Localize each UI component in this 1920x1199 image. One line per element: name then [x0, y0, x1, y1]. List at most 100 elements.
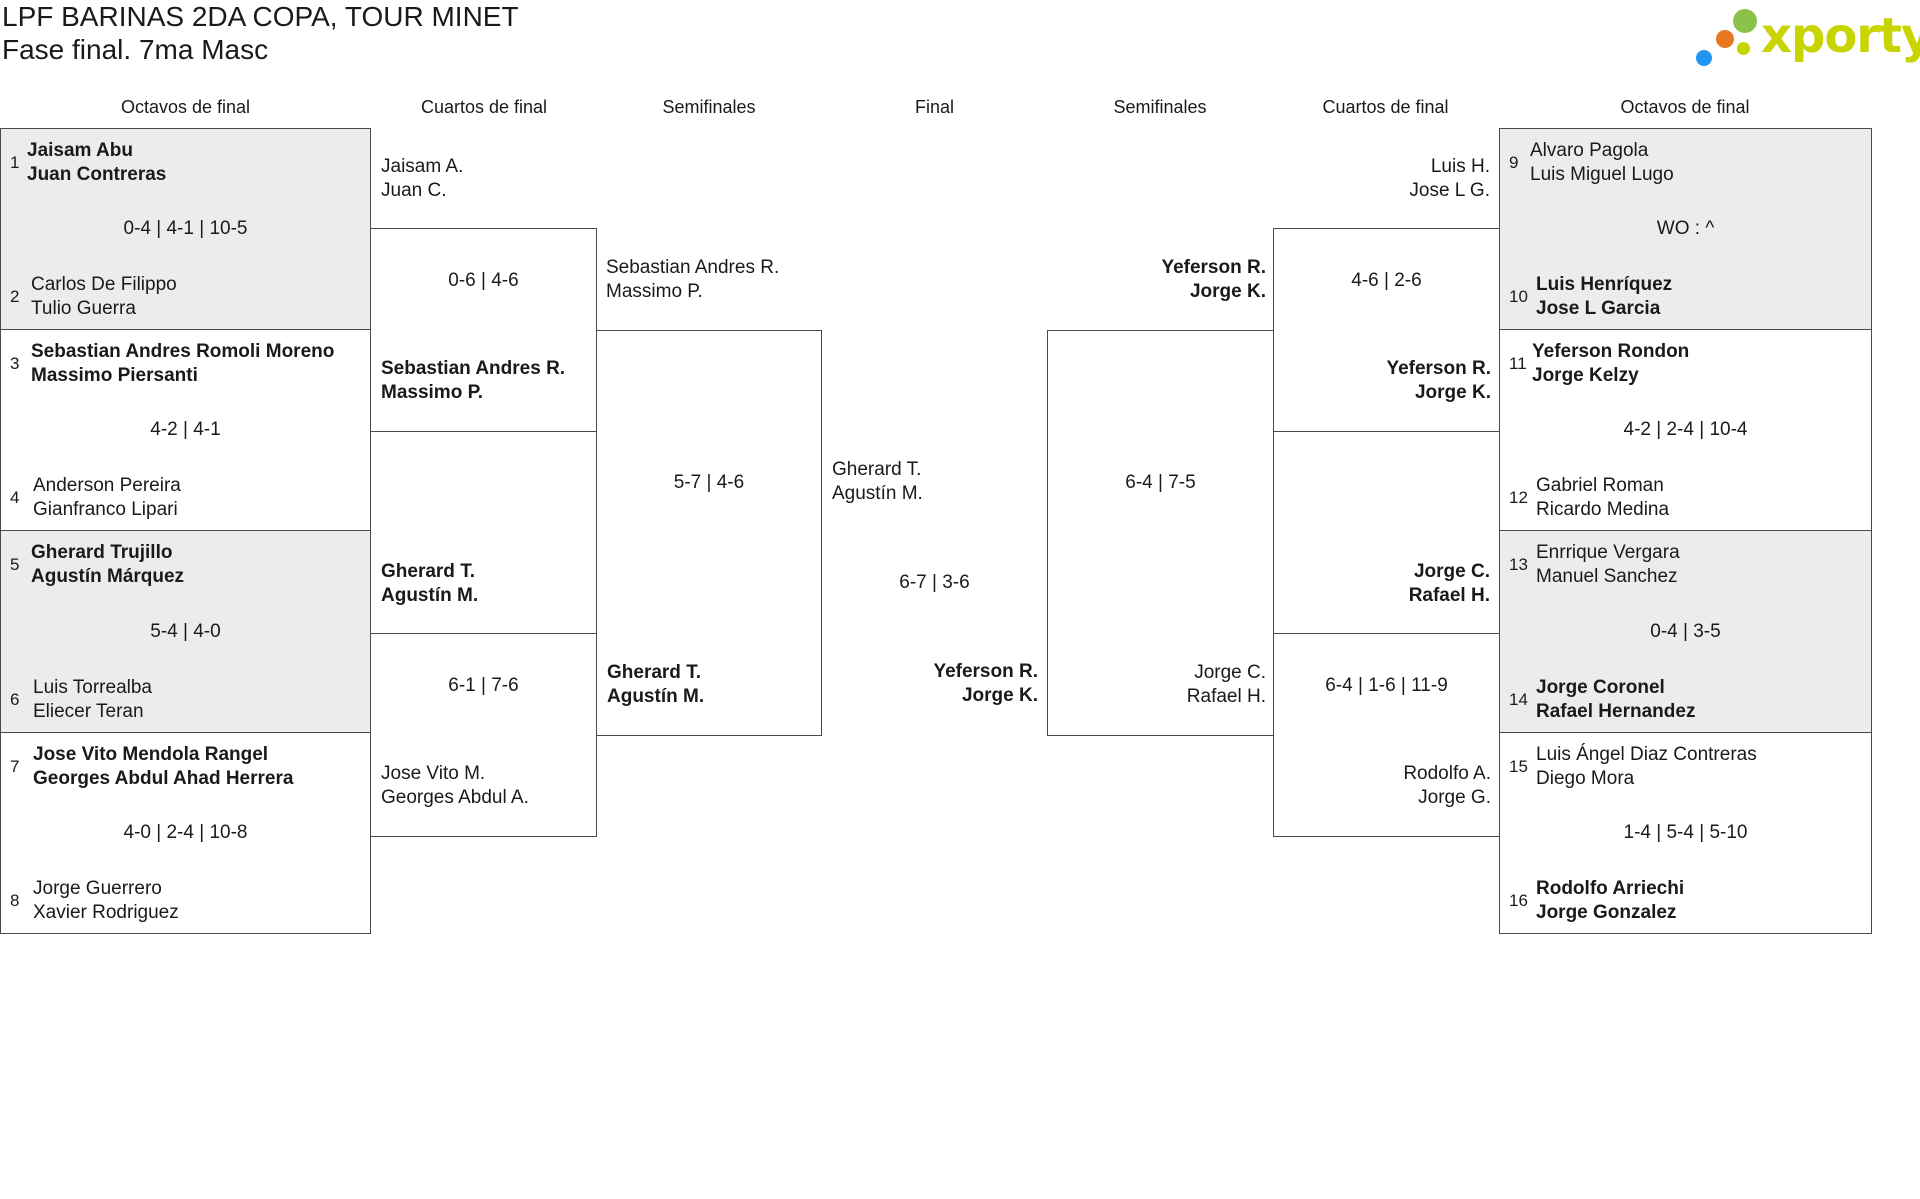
match-score: 6-4 | 1-6 | 11-9	[1325, 675, 1448, 696]
qf-left-2-team-a: Gherard T. Agustín M.	[381, 560, 478, 607]
player-name: Gherard T.	[832, 459, 922, 480]
player-name: Jaisam Abu	[27, 140, 133, 161]
player-name: Jose Vito M.	[381, 763, 486, 784]
team-pair-bottom: Anderson Pereira Gianfranco Lipari	[33, 474, 181, 521]
sf-right-match: 6-4 | 7-5 Jorge C. Rafael H.	[1047, 330, 1274, 736]
match-score: 6-1 | 7-6	[448, 675, 519, 696]
player-name: Massimo P.	[381, 381, 484, 403]
brand-name: xporty	[1761, 8, 1920, 64]
round-header-right-qf: Cuartos de final	[1322, 97, 1449, 117]
player-name: Jorge Coronel	[1536, 677, 1665, 698]
team-pair-top: Gherard Trujillo Agustín Márquez	[31, 541, 184, 588]
match-score: 0-4 | 3-5	[1650, 621, 1721, 642]
team-pair-bottom: Gabriel Roman Ricardo Medina	[1536, 474, 1669, 521]
qf-right-2-team-a: Jorge C. Rafael H.	[1276, 560, 1490, 607]
sf-left-team-a: Sebastian Andres R. Massimo P.	[606, 256, 779, 303]
player-name: Jorge K.	[961, 684, 1038, 706]
seed-number: 2	[10, 287, 20, 306]
seed-number: 6	[10, 690, 20, 709]
team-pair-top: Alvaro Pagola Luis Miguel Lugo	[1530, 139, 1674, 186]
logo-dot-orange	[1716, 30, 1734, 48]
player-name: Jorge Guerrero	[33, 878, 162, 899]
team-pair-bottom: Luis Torrealba Eliecer Teran	[33, 676, 152, 723]
player-name: Jorge K.	[1189, 280, 1266, 302]
seed-number: 11	[1509, 354, 1527, 373]
player-name: Georges Abdul A.	[381, 786, 529, 808]
round-header-left-qf: Cuartos de final	[420, 97, 548, 117]
player-name: Jose Vito Mendola Rangel	[33, 744, 269, 765]
player-name: Anderson Pereira	[33, 475, 181, 496]
player-name: Gherard T.	[381, 561, 475, 582]
player-name: Enrrique Vergara	[1536, 542, 1680, 563]
player-name: Luis Ángel Diaz Contreras	[1536, 744, 1757, 765]
player-name: Sebastian Andres Romoli Moreno	[31, 341, 335, 362]
team-pair-bottom: Jorge Coronel Rafael Hernandez	[1536, 676, 1695, 723]
player-name: Rafael Hernandez	[1536, 700, 1696, 722]
match-score: 4-0 | 2-4 | 10-8	[123, 822, 248, 843]
player-name: Jorge G.	[1418, 786, 1491, 808]
match-score: WO : ^	[1656, 218, 1715, 239]
sf-right-team-a: Yeferson R. Jorge K.	[1050, 256, 1266, 303]
player-name: Agustín M.	[381, 584, 479, 606]
qf-left-match-2: 6-1 | 7-6 Jose Vito M. Georges Abdul A.	[370, 633, 597, 837]
player-name: Ricardo Medina	[1536, 498, 1670, 520]
player-name: Jorge Gonzalez	[1536, 901, 1677, 923]
qf-right-1-team-a: Luis H. Jose L G.	[1276, 155, 1490, 202]
r16-right-match-3: 13 Enrrique Vergara Manuel Sanchez 0-4 |…	[1499, 530, 1872, 733]
qf-right-1-team-b: Yeferson R. Jorge K.	[1274, 357, 1491, 404]
player-name: Gherard T.	[607, 662, 701, 683]
player-name: Rafael H.	[1186, 685, 1266, 707]
player-name: Eliecer Teran	[33, 700, 144, 722]
match-score: 4-2 | 2-4 | 10-4	[1623, 419, 1748, 440]
final-score: 6-7 | 3-6	[899, 572, 970, 593]
team-pair-top: Enrrique Vergara Manuel Sanchez	[1536, 541, 1680, 588]
player-name: Xavier Rodriguez	[33, 901, 179, 923]
player-name: Rafael H.	[1408, 584, 1490, 606]
player-name: Tulio Guerra	[31, 297, 136, 319]
player-name: Gherard Trujillo	[31, 542, 173, 563]
seed-number: 1	[10, 153, 20, 172]
page-subtitle: Fase final. 7ma Masc	[2, 34, 269, 65]
player-name: Yeferson R.	[933, 661, 1038, 682]
logo-dot-blue	[1696, 50, 1712, 66]
player-name: Yeferson R.	[1161, 257, 1266, 278]
seed-number: 15	[1509, 757, 1528, 776]
seed-number: 3	[10, 354, 20, 373]
player-name: Gianfranco Lipari	[33, 498, 178, 520]
match-score: 0-4 | 4-1 | 10-5	[123, 218, 248, 239]
team-pair-top: Jaisam Abu Juan Contreras	[27, 139, 166, 186]
player-name: Luis Miguel Lugo	[1530, 163, 1674, 185]
final-team-b: Yeferson R. Jorge K.	[862, 660, 1038, 707]
seed-number: 4	[10, 488, 20, 507]
player-name: Alvaro Pagola	[1530, 140, 1649, 161]
match-score: 6-4 | 7-5	[1125, 472, 1196, 493]
logo-dot-green	[1733, 9, 1757, 33]
round-header-left-r16: Octavos de final	[120, 97, 251, 117]
player-name: Jorge K.	[1414, 381, 1491, 403]
team-pair-bottom: Luis Henríquez Jose L Garcia	[1536, 273, 1672, 320]
player-name: Jose L Garcia	[1536, 297, 1661, 319]
match-score: 5-7 | 4-6	[673, 472, 745, 493]
match-score: 5-4 | 4-0	[150, 621, 221, 642]
sf-left-team-b: Gherard T. Agustín M.	[607, 661, 704, 708]
qf-left-match-1: 0-6 | 4-6 Sebastian Andres R. Massimo P.	[370, 228, 597, 432]
xporty-logo[interactable]: xporty	[1695, 4, 1920, 68]
team-pair-top: Yeferson Rondon Jorge Kelzy	[1532, 340, 1689, 387]
team-pair-bottom: Jorge Guerrero Xavier Rodriguez	[33, 877, 179, 924]
player-name: Gabriel Roman	[1536, 475, 1664, 496]
sf-left-match: 5-7 | 4-6 Gherard T. Agustín M.	[596, 330, 822, 736]
r16-left-match-3: 5 Gherard Trujillo Agustín Márquez 5-4 |…	[0, 530, 371, 733]
player-name: Manuel Sanchez	[1536, 565, 1678, 587]
player-name: Jorge Kelzy	[1532, 364, 1639, 386]
round-header-left-sf: Semifinales	[662, 97, 756, 117]
logo-dot-lime	[1737, 42, 1750, 55]
sf-right-team-b: Jorge C. Rafael H.	[1048, 661, 1266, 708]
team-pair-bottom: Rodolfo Arriechi Jorge Gonzalez	[1536, 877, 1684, 924]
r16-right-match-2: 11 Yeferson Rondon Jorge Kelzy 4-2 | 2-4…	[1499, 329, 1872, 531]
r16-right-match-1: 9 Alvaro Pagola Luis Miguel Lugo WO : ^ …	[1499, 128, 1872, 330]
qf-left-1-team-b: Sebastian Andres R. Massimo P.	[381, 357, 565, 404]
seed-number: 9	[1509, 153, 1519, 172]
player-name: Agustín M.	[832, 482, 923, 504]
player-name: Agustín Márquez	[31, 565, 185, 587]
qf-left-1-team-a: Jaisam A. Juan C.	[381, 155, 463, 202]
